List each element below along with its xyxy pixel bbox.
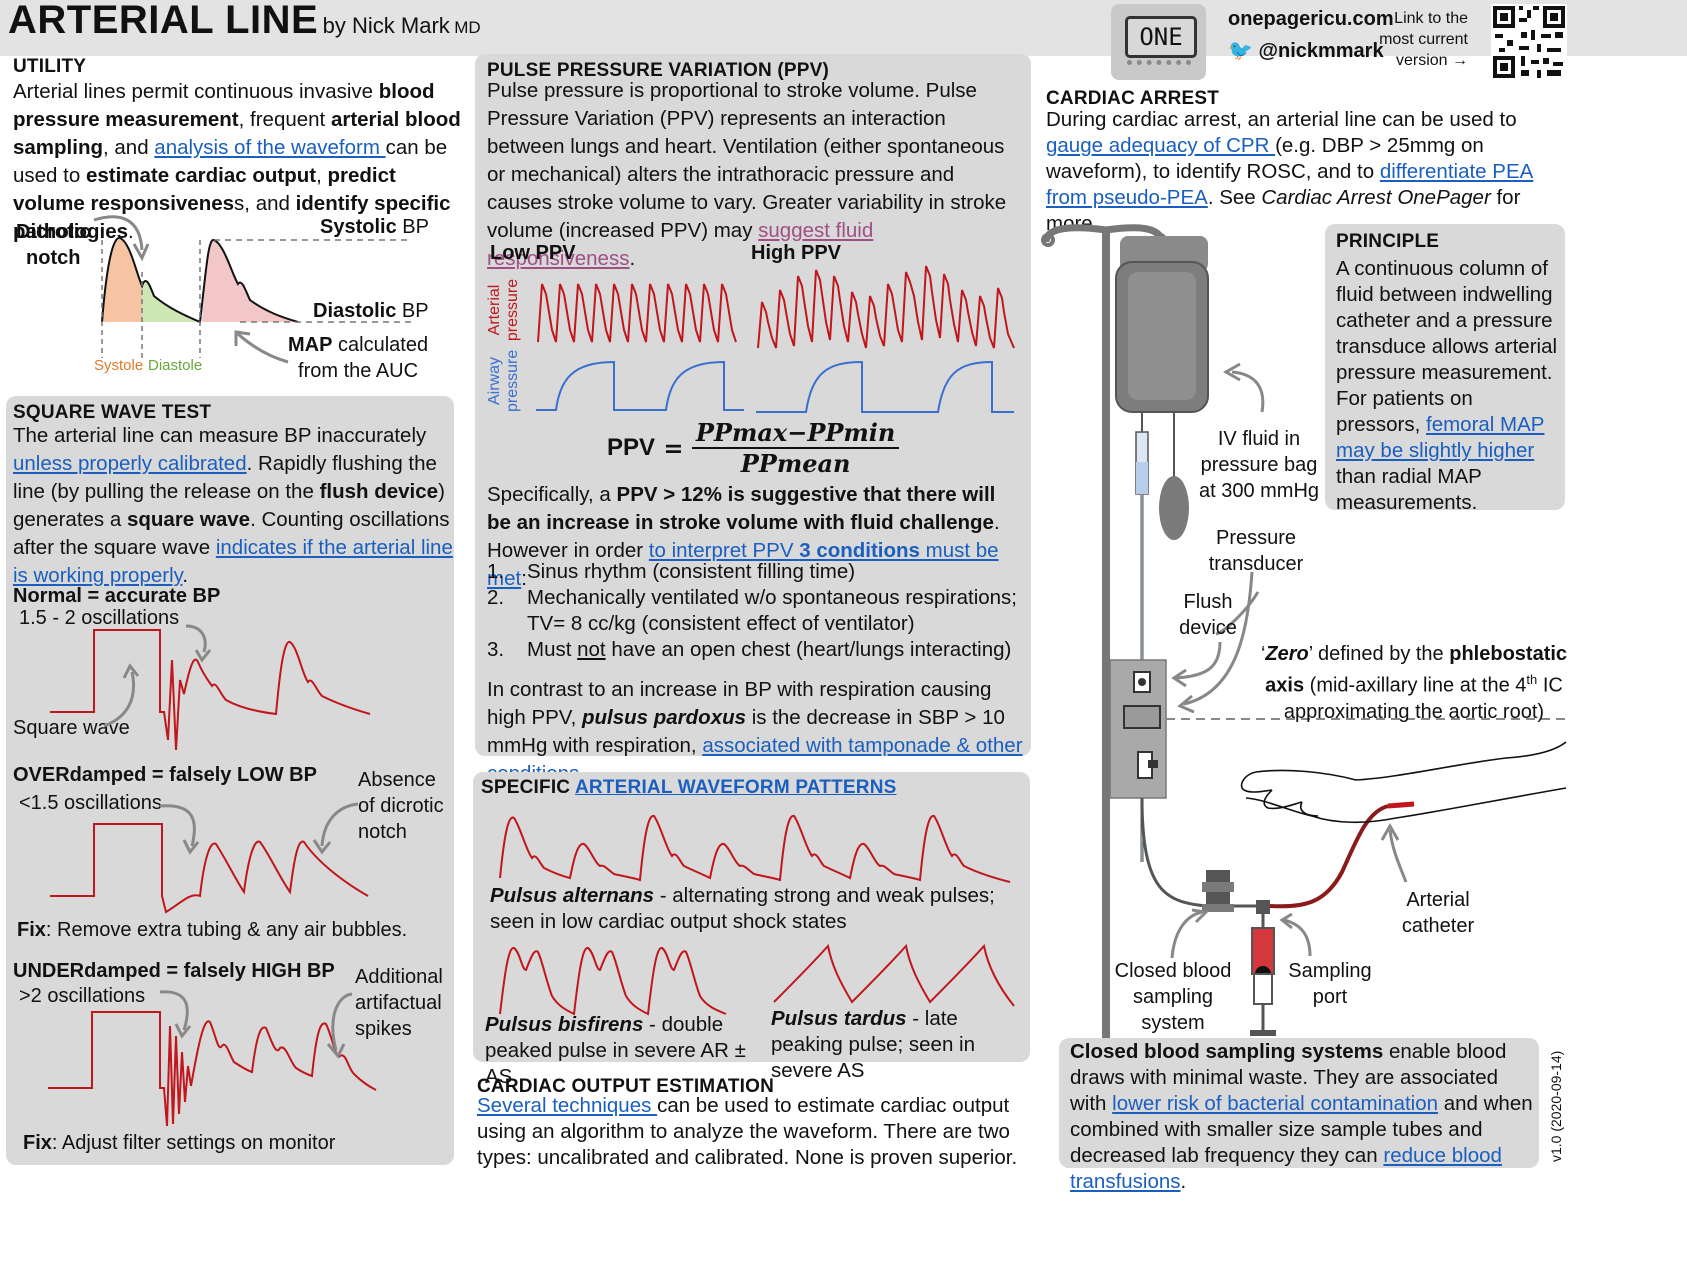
- underdamped-waveform: [48, 990, 377, 1127]
- normal-oscillations: 1.5 - 2 oscillations: [19, 607, 180, 629]
- systole-label: Systole: [94, 357, 144, 374]
- low-ppv-label: Low PPV: [490, 242, 576, 264]
- cardiac-arrest-title: CARDIAC ARREST: [1046, 88, 1220, 109]
- high-ppv-label: High PPV: [751, 242, 842, 264]
- principle-text: A continuous column of fluid between ind…: [1336, 257, 1558, 514]
- underdamped-fix: Fix: Adjust filter settings on monitor: [23, 1132, 336, 1154]
- qr-code-icon[interactable]: [1491, 4, 1567, 80]
- onepager-logo[interactable]: ONE: [1111, 4, 1206, 80]
- ppv-waveforms: [536, 265, 1015, 413]
- utility-title: UTILITY: [13, 56, 87, 77]
- credential: MD: [454, 18, 481, 37]
- normal-waveform: [50, 624, 371, 751]
- utility-text: Arterial lines permit continuous invasiv…: [13, 80, 461, 243]
- pulsus-paradoxus-text: In contrast to an increase in BP with re…: [487, 676, 1027, 788]
- condition-1: 1.Sinus rhythm (consistent filling time): [487, 560, 856, 583]
- formula-numerator: PPmax−PPmin: [691, 418, 900, 449]
- cpr-adequacy-link[interactable]: gauge adequacy of CPR: [1046, 134, 1276, 157]
- square-wave-text: The arterial line can measure BP inaccur…: [13, 424, 453, 587]
- header-band: [0, 0, 1687, 56]
- formula-fraction: PPmax−PPmin PPmean: [691, 418, 900, 478]
- twitter-text: @nickmmark: [1258, 40, 1384, 62]
- overdamped-oscillations: <1.5 oscillations: [19, 792, 162, 814]
- femoral-map-link[interactable]: femoral MAP may be slightly higher: [1336, 413, 1545, 462]
- condition-3: 3.Must not have an open chest (heart/lun…: [487, 638, 1012, 661]
- overdamped-waveform: [50, 802, 369, 914]
- logo-text: ONE: [1139, 23, 1183, 51]
- closed-sampling-panel: [1059, 1038, 1539, 1168]
- pea-link[interactable]: differentiate PEA from pseudo-PEA: [1046, 160, 1534, 209]
- square-wave-label: Square wave: [13, 717, 130, 739]
- version-label: v1.0 (2020-09-14): [1548, 1050, 1564, 1162]
- working-properly-link[interactable]: indicates if the arterial line is workin…: [13, 536, 453, 587]
- page-title: ARTERIAL LINE: [8, 0, 319, 42]
- ppv-conditions-link[interactable]: to interpret PPV 3 conditions must be me…: [487, 539, 999, 590]
- pulsus-bisfiens-text: Pulsus bisfirens - double peaked pulse i…: [485, 1013, 746, 1088]
- cardiac-output-techniques-link[interactable]: Several techniques: [477, 1094, 658, 1117]
- systolic-label: Systolic BP: [320, 216, 429, 238]
- underdamped-heading: UNDERdamped = falsely HIGH BP: [13, 960, 335, 982]
- ppv-specific-text: Specifically, a PPV > 12% is suggestive …: [487, 483, 1000, 590]
- pulsus-alternans-text: Pulsus alternans - alternating strong an…: [490, 884, 995, 933]
- diastole-label: Diastole: [148, 357, 203, 374]
- cardiac-output-title: CARDIAC OUTPUT ESTIMATION: [477, 1076, 775, 1097]
- normal-heading: Normal = accurate BP: [13, 585, 221, 607]
- overdamped-fix: Fix: Remove extra tubing & any air bubbl…: [17, 919, 408, 941]
- twitter-handle[interactable]: 🐦 @nickmmark: [1228, 38, 1384, 63]
- ppv-formula: PPV = PPmax−PPmin PPmean: [607, 418, 900, 478]
- zero-phlebostatic-label: ‘Zero’ defined by the phlebostatic axis …: [1260, 643, 1568, 723]
- logo-screen: ONE: [1125, 16, 1197, 58]
- square-wave-panel: [6, 396, 454, 1165]
- pulsus-tardus-text: Pulsus tardus - late peaking pulse; seen…: [771, 1007, 976, 1082]
- ppv-intro: Pulse pressure is proportional to stroke…: [487, 79, 1007, 270]
- page-title-block: ARTERIAL LINE by Nick Mark MD: [8, 0, 481, 43]
- link-note: Link to the most current version →: [1360, 8, 1468, 71]
- fluid-responsiveness-link[interactable]: suggest fluid responsiveness: [487, 219, 874, 270]
- bacterial-contamination-link[interactable]: lower risk of bacterial contamination: [1112, 1092, 1439, 1115]
- overdamped-heading: OVERdamped = falsely LOW BP: [13, 764, 317, 786]
- principle-panel: [1325, 224, 1565, 510]
- square-wave-title: SQUARE WAVE TEST: [13, 402, 212, 423]
- site-link[interactable]: onepagericu.com: [1228, 8, 1394, 30]
- principle-title: PRINCIPLE: [1336, 231, 1440, 252]
- waveform-patterns-link[interactable]: ARTERIAL WAVEFORM PATTERNS: [575, 777, 897, 798]
- calibration-link[interactable]: unless properly calibrated: [13, 452, 247, 475]
- cardiac-arrest-text: During cardiac arrest, an arterial line …: [1046, 108, 1534, 235]
- arterial-line-setup-diagram: [1041, 224, 1567, 1042]
- underdamped-oscillations: >2 oscillations: [19, 985, 146, 1007]
- blood-transfusions-link[interactable]: reduce blood transfusions: [1070, 1144, 1502, 1193]
- byline: by Nick Mark: [322, 13, 450, 38]
- map-label: MAP calculated from the AUC: [288, 334, 429, 382]
- ppv-title: PULSE PRESSURE VARIATION (PPV): [487, 60, 830, 81]
- formula-denominator: PPmean: [740, 449, 851, 478]
- pulsus-tardus-waveform: [773, 943, 1015, 1007]
- bp-waveform-diagram: [93, 215, 412, 364]
- link-note-1: Link to the: [1394, 10, 1468, 27]
- cardiac-output-text: Several techniques can be used to estima…: [477, 1094, 1018, 1169]
- formula-lhs: PPV: [607, 434, 656, 461]
- waveform-analysis-link[interactable]: analysis of the waveform: [154, 136, 386, 159]
- ppv-conditions-list: 1.Sinus rhythm (consistent filling time)…: [487, 559, 1027, 663]
- link-note-3: version →: [1395, 52, 1468, 69]
- twitter-icon: 🐦: [1228, 40, 1253, 62]
- link-note-2: most current: [1379, 31, 1468, 48]
- pulsus-bisfiens-waveform: [499, 947, 727, 1016]
- patterns-title: SPECIFIC ARTERIAL WAVEFORM PATTERNS: [481, 777, 897, 798]
- pulsus-alternans-waveform: [499, 815, 1011, 883]
- condition-2: 2.Mechanically ventilated w/o spontaneou…: [487, 586, 1017, 635]
- closed-sampling-text: Closed blood sampling systems enable blo…: [1070, 1040, 1533, 1193]
- diastolic-label: Diastolic BP: [313, 300, 429, 322]
- logo-dots: [1127, 60, 1191, 71]
